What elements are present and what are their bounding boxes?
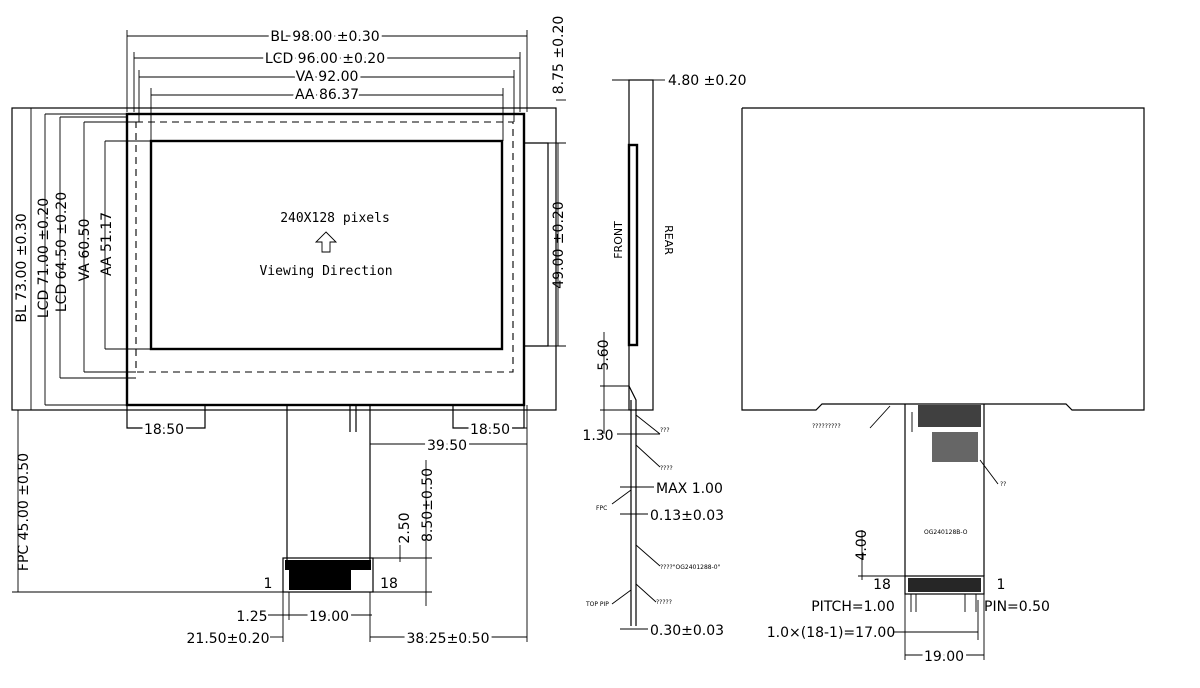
front-label: FRONT [612, 221, 625, 259]
left-pos-label: 21.50±0.20 [187, 631, 270, 647]
side-view: 4.80 ±0.20 FRONT REAR 5.60 1.30 MAX 1.00… [582, 73, 746, 639]
right-ledge [524, 142, 549, 347]
side-body [628, 79, 654, 411]
va-width-label: VA 92.00 [296, 69, 359, 85]
pin-first-label: 1 [264, 576, 273, 592]
fpc-connector [282, 557, 374, 593]
connector-width-label: 19.00 [309, 609, 349, 625]
side-glass [627, 143, 639, 347]
va-height-label: VA 60.50 [77, 219, 93, 282]
right-top-label: 8.75 ±0.20 [551, 16, 567, 95]
rear-connector [904, 575, 985, 595]
dim-560-label: 5.60 [596, 339, 612, 370]
tab-height-label: 2.50 [397, 512, 413, 543]
viewing-area [135, 121, 514, 373]
fpc-thick-label: 0.13±0.03 [650, 508, 724, 524]
aa-width-label: AA 86.37 [295, 87, 359, 103]
bl-width-label: BL 98.00 ±0.30 [270, 29, 379, 45]
max-label: MAX 1.00 [656, 481, 723, 497]
connector-contacts [289, 570, 351, 590]
va-width-bg: VA 92.00 [296, 69, 359, 85]
backlight-outline [11, 107, 557, 411]
right-mid-label: 49.00 ±0.20 [551, 201, 567, 288]
height-dimensions: BL 73.00 ±0.30 LCD 71.00 ±0.20 LCD 64.50… [12, 108, 283, 593]
width-dimensions: BL 98.00 ±0.30 BL 98.00 ±0.30 LCD 96.00 … [126, 26, 528, 141]
pitch-label: PITCH=1.00 [811, 599, 895, 615]
rear-width-bg: 19.00 [924, 649, 964, 665]
rear-hatch-2 [932, 432, 978, 462]
tab-height-2-label: 8.50±0.50 [420, 468, 436, 542]
leader-4-label: ????? [656, 599, 672, 606]
bl-width-bg: BL 98.00 ±0.30 [270, 29, 379, 45]
rear-width-label: 19.00 [924, 649, 964, 665]
rear-contacts [908, 578, 981, 592]
rear-leader-tag-2: ?? [1000, 481, 1006, 488]
tail-offset-label: 39.50 [427, 438, 467, 454]
connector-width-bg: 19.00 [309, 609, 349, 625]
lcd-height-label: LCD 71.00 ±0.20 [36, 198, 52, 318]
tail-offset-bg: 39.50 [427, 438, 467, 454]
rear-pin-first: 1 [997, 577, 1006, 593]
right-dimensions: 8.75 ±0.20 49.00 ±0.20 [548, 16, 567, 347]
rear-pin-last: 18 [873, 577, 891, 593]
right-offset-bg: 18.50 [470, 422, 510, 438]
lcd-outline [125, 112, 526, 407]
front-view: 240X128 pixels Viewing Direction BL 98.0… [11, 16, 567, 650]
right-offset-label: 18.50 [470, 422, 510, 438]
bl-height-label: BL 73.00 ±0.30 [14, 213, 30, 322]
top-tag-label: TOP PIP [585, 601, 609, 608]
right-pos-bg: 38.25±0.50 [407, 631, 490, 647]
rear-body [741, 107, 1145, 411]
leader-2-label: ???? [660, 465, 673, 472]
lcd-width-bg: LCD 96.00 ±0.20 [265, 51, 385, 67]
aa-width-bg: AA 86.37 [295, 87, 359, 103]
active-area [149, 139, 504, 351]
part-code-label: OG240128B-O [924, 529, 968, 536]
fpc-side-line [628, 385, 637, 626]
pin-width-label: PIN=0.50 [984, 599, 1050, 615]
resolution-text: 240X128 pixels [280, 211, 390, 226]
stiff-thick-label: 0.30±0.03 [650, 623, 724, 639]
right-pos-label: 38.25±0.50 [407, 631, 490, 647]
left-offset-bg: 18.50 [144, 422, 184, 438]
thickness-label: 4.80 ±0.20 [668, 73, 747, 89]
lcd-height-2-label: LCD 64.50 ±0.20 [54, 192, 70, 312]
rear-leader-tag: ????????? [812, 423, 841, 430]
fpc-tag-label: FPC [596, 505, 607, 512]
rear-hatch-1 [918, 405, 981, 427]
leader-3-label: ????"OG2401288-0" [660, 564, 721, 571]
fpc-length-label: FPC 45.00 ±0.50 [16, 453, 32, 571]
viewing-direction-arrow-icon [314, 231, 338, 253]
lcd-width-label: LCD 96.00 ±0.20 [265, 51, 385, 67]
dim-130-label: 1.30 [582, 428, 613, 444]
leader-1-label: ??? [660, 427, 670, 434]
aa-height-label: AA 51.17 [99, 212, 115, 276]
span-label: 1.0×(18-1)=17.00 [767, 625, 896, 641]
bottom-dimensions: 18.50 18.50 18.50 18.50 39.50 39.50 2.50… [127, 405, 528, 650]
left-offset-label: 18.50 [144, 422, 184, 438]
edge-offset-label: 1.25 [236, 609, 267, 625]
pin-last-label: 18 [380, 576, 398, 592]
connector-band [285, 560, 371, 570]
rear-view: OG240128B-O ????????? ?? 4.00 18 1 PITCH… [741, 107, 1145, 668]
rear-label: REAR [662, 225, 675, 255]
viewing-direction-text: Viewing Direction [259, 264, 392, 279]
dim-400-label: 4.00 [854, 529, 870, 560]
